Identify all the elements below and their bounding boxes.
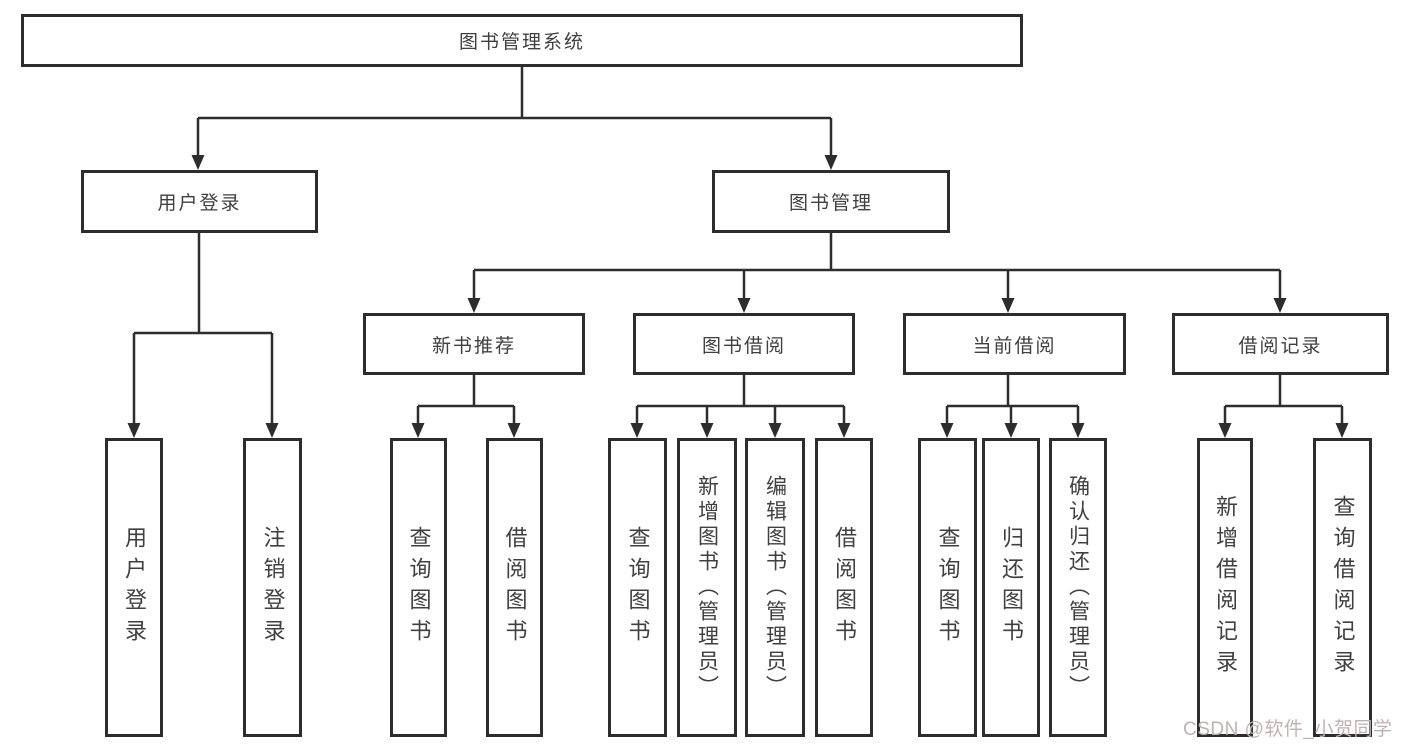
leaf-borrow-book: 借阅图书	[815, 438, 873, 737]
node-user-login-label: 用户登录	[157, 193, 242, 214]
leaf-logout-label: 注销登录	[260, 525, 286, 650]
leaf-add-book-admin: 新增图书（管理员）	[677, 438, 737, 737]
leaf-return-book-label: 归还图书	[999, 525, 1024, 650]
leaf-edit-book-admin: 编辑图书（管理员）	[745, 438, 805, 737]
leaf-add-book-admin-label: 新增图书（管理员）	[695, 475, 719, 700]
leaf-query-borrow-record: 查询借阅记录	[1313, 438, 1372, 737]
node-new-book-recommend: 新书推荐	[363, 313, 585, 375]
node-current-borrow-label: 当前借阅	[972, 335, 1057, 357]
leaf-query-borrow-record-label: 查询借阅记录	[1330, 494, 1356, 681]
node-borrow-records-label: 借阅记录	[1238, 335, 1323, 357]
leaf-add-borrow-record-label: 新增借阅记录	[1213, 494, 1238, 681]
node-user-login: 用户登录	[81, 170, 318, 233]
node-book-management-label: 图书管理	[788, 193, 873, 214]
leaf-query-book-recommend-label: 查询图书	[406, 525, 432, 650]
node-book-borrow: 图书借阅	[633, 313, 855, 375]
leaf-query-book-recommend: 查询图书	[390, 438, 447, 737]
node-book-management: 图书管理	[712, 170, 950, 233]
watermark: CSDN @软件_小贺同学	[1183, 719, 1393, 740]
leaf-add-borrow-record: 新增借阅记录	[1197, 438, 1253, 737]
leaf-query-book-borrow: 查询图书	[608, 438, 667, 737]
node-current-borrow: 当前借阅	[903, 313, 1126, 375]
leaf-logout: 注销登录	[243, 438, 302, 737]
leaf-user-login-label: 用户登录	[122, 525, 147, 650]
leaf-query-book-borrow-label: 查询图书	[625, 525, 651, 650]
leaf-user-login: 用户登录	[105, 438, 163, 737]
leaf-query-book-current: 查询图书	[918, 438, 977, 737]
leaf-edit-book-admin-label: 编辑图书（管理员）	[763, 475, 787, 700]
node-book-borrow-label: 图书借阅	[701, 335, 786, 357]
node-borrow-records: 借阅记录	[1172, 313, 1389, 375]
leaf-query-book-current-label: 查询图书	[935, 525, 961, 650]
node-new-book-recommend-label: 新书推荐	[431, 335, 516, 357]
node-root: 图书管理系统	[21, 14, 1023, 67]
leaf-borrow-book-recommend: 借阅图书	[486, 438, 543, 737]
leaf-return-book: 归还图书	[982, 438, 1040, 737]
leaf-confirm-return-admin-label: 确认归还（管理员）	[1066, 475, 1090, 700]
leaf-borrow-book-label: 借阅图书	[832, 525, 857, 650]
leaf-borrow-book-recommend-label: 借阅图书	[502, 525, 528, 650]
node-root-label: 图书管理系统	[458, 32, 585, 53]
leaf-confirm-return-admin: 确认归还（管理员）	[1049, 438, 1107, 737]
